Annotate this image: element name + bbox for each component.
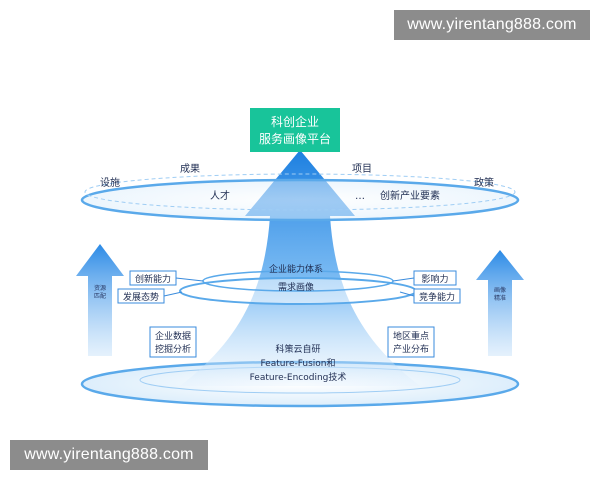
- connector-left-2: [163, 291, 183, 297]
- top-platform-box: [250, 108, 340, 152]
- connector-right-1: [392, 277, 415, 282]
- box-development-trend-label: 发展态势: [123, 291, 159, 303]
- left-arrow-label-1: 资源: [94, 284, 106, 292]
- ring-label-policy: 政策: [474, 176, 494, 189]
- top-ring: [80, 178, 520, 222]
- left-arrow-label-2: 匹配: [94, 293, 106, 300]
- box-regional-industry-line1: 地区重点: [393, 330, 429, 342]
- ring-label-talent: 人才: [210, 189, 230, 202]
- box-innovation-capability-label: 创新能力: [135, 273, 171, 285]
- main-arrow: [180, 150, 420, 386]
- right-arrow-label-1: 画像: [494, 286, 506, 294]
- ring-label-projects: 项目: [352, 163, 372, 175]
- right-arrow-label-2: 精准: [494, 294, 506, 302]
- top-ring-dashed: [84, 173, 516, 211]
- ring-label-ellipsis: …: [355, 191, 365, 202]
- box-enterprise-data: [149, 326, 197, 358]
- box-enterprise-data-line1: 企业数据: [155, 330, 191, 342]
- ring-label-innovation-elements: 创新产业要素: [380, 189, 440, 202]
- middle-center-line2: 需求画像: [278, 281, 314, 293]
- ring-label-achievements: 成果: [180, 163, 200, 175]
- connector-right-2: [399, 291, 415, 297]
- ring-label-facilities: 设施: [100, 176, 120, 189]
- watermark-top: www.yirentang888.com: [394, 10, 590, 40]
- box-influence-label: 影响力: [421, 273, 448, 285]
- box-competitiveness-label: 竞争能力: [419, 291, 455, 303]
- left-side-arrow: [76, 244, 124, 356]
- box-enterprise-data-line2: 挖掘分析: [155, 343, 191, 355]
- bottom-center-line3: Feature-Encoding技术: [250, 371, 347, 383]
- right-side-arrow: [476, 250, 524, 356]
- top-box-line2: 服务画像平台: [259, 131, 331, 146]
- middle-center-line1: 企业能力体系: [269, 263, 323, 275]
- box-regional-industry: [387, 326, 435, 358]
- top-box-line1: 科创企业: [271, 114, 319, 129]
- box-regional-industry-line2: 产业分布: [393, 343, 429, 355]
- watermark-bottom: www.yirentang888.com: [10, 440, 208, 470]
- bottom-center-line2: Feature-Fusion和: [260, 358, 335, 369]
- bottom-center-line1: 科策云自研: [275, 343, 320, 355]
- connector-left-1: [175, 277, 204, 282]
